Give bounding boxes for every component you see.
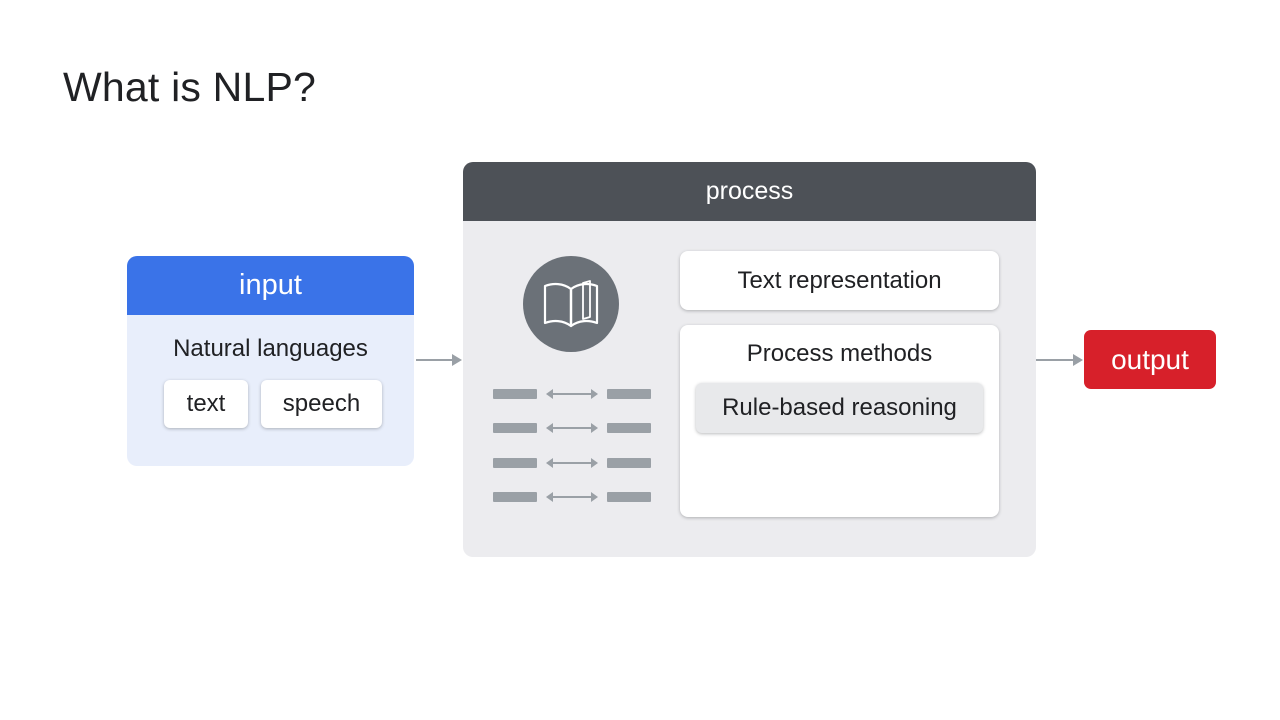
rule-based-reasoning-chip: Rule-based reasoning (696, 383, 983, 433)
process-panel: process T (463, 162, 1036, 557)
mapping-bar (607, 492, 651, 502)
mapping-bar (607, 458, 651, 468)
process-to-output-arrow (1036, 354, 1083, 366)
process-methods-card: Process methods Rule-based reasoning (680, 325, 999, 517)
input-to-process-arrow (416, 354, 462, 366)
double-arrow-icon (546, 423, 598, 433)
mapping-bar (493, 492, 537, 502)
process-header: process (463, 162, 1036, 221)
mapping-row (493, 388, 651, 400)
mapping-row (493, 457, 651, 469)
mapping-bar (607, 423, 651, 433)
double-arrow-icon (546, 492, 598, 502)
mapping-bar (607, 389, 651, 399)
process-methods-title: Process methods (746, 340, 933, 367)
input-subtitle: Natural languages (173, 335, 368, 362)
mapping-row (493, 422, 651, 434)
text-chip: text (164, 380, 248, 428)
mapping-bar (493, 423, 537, 433)
open-book-icon (523, 256, 619, 352)
mapping-bar (493, 458, 537, 468)
input-panel: input Natural languages text speech (127, 256, 414, 466)
double-arrow-icon (546, 458, 598, 468)
output-box: output (1084, 330, 1216, 389)
slide-title: What is NLP? (63, 64, 317, 110)
text-representation-card: Text representation (680, 251, 999, 310)
speech-chip: speech (261, 380, 382, 428)
mapping-bar (493, 389, 537, 399)
double-arrow-icon (546, 389, 598, 399)
input-header: input (127, 256, 414, 315)
mapping-row (493, 491, 651, 503)
